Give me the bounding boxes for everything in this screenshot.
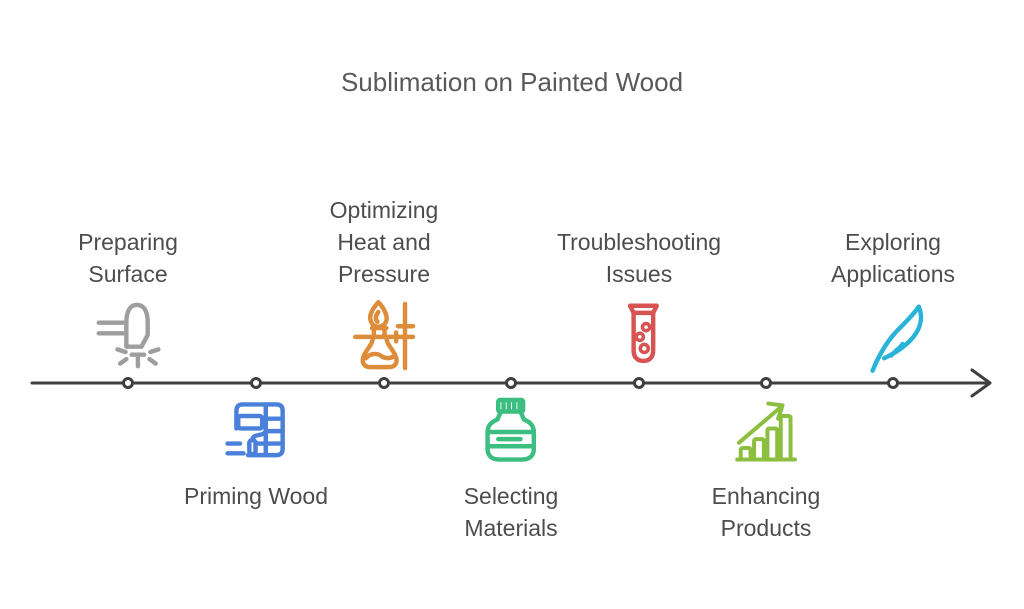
- growth-chart-icon: [726, 392, 806, 472]
- milestone-label: Troubleshooting Issues: [556, 229, 722, 287]
- milestone-label: Selecting Materials: [463, 483, 559, 541]
- milestone-label: Priming Wood: [183, 483, 329, 509]
- timeline-dot: [887, 377, 899, 389]
- milestone-optimizing-heat-pressure: Optimizing Heat and Pressure: [329, 194, 439, 376]
- milestone-enhancing-products: Enhancing Products: [711, 392, 821, 544]
- timeline-axis: [30, 368, 992, 398]
- milestone-selecting-materials: Selecting Materials: [463, 392, 559, 544]
- feather-icon: [853, 296, 933, 376]
- milestone-label: Exploring Applications: [830, 229, 956, 287]
- milestone-label: Preparing Surface: [78, 229, 178, 287]
- timeline-dot: [633, 377, 645, 389]
- paint-roller-icon: [216, 392, 296, 472]
- airbrush-icon: [88, 296, 168, 376]
- milestone-label: Enhancing Products: [711, 483, 821, 541]
- timeline-dot: [505, 377, 517, 389]
- milestone-priming-wood: Priming Wood: [184, 392, 328, 512]
- timeline-dot: [122, 377, 134, 389]
- timeline-arrowhead-icon: [970, 368, 992, 398]
- ink-jar-icon: [471, 392, 551, 472]
- milestone-label: Optimizing Heat and Pressure: [329, 197, 439, 287]
- milestone-preparing-surface: Preparing Surface: [78, 226, 178, 376]
- timeline-dot: [250, 377, 262, 389]
- test-tube-icon: [599, 296, 679, 376]
- milestone-troubleshooting-issues: Troubleshooting Issues: [557, 226, 721, 376]
- timeline-dot: [760, 377, 772, 389]
- bunsen-burner-icon: [344, 296, 424, 376]
- timeline-dot: [378, 377, 390, 389]
- milestone-exploring-applications: Exploring Applications: [831, 226, 955, 376]
- diagram-title: Sublimation on Painted Wood: [340, 67, 684, 97]
